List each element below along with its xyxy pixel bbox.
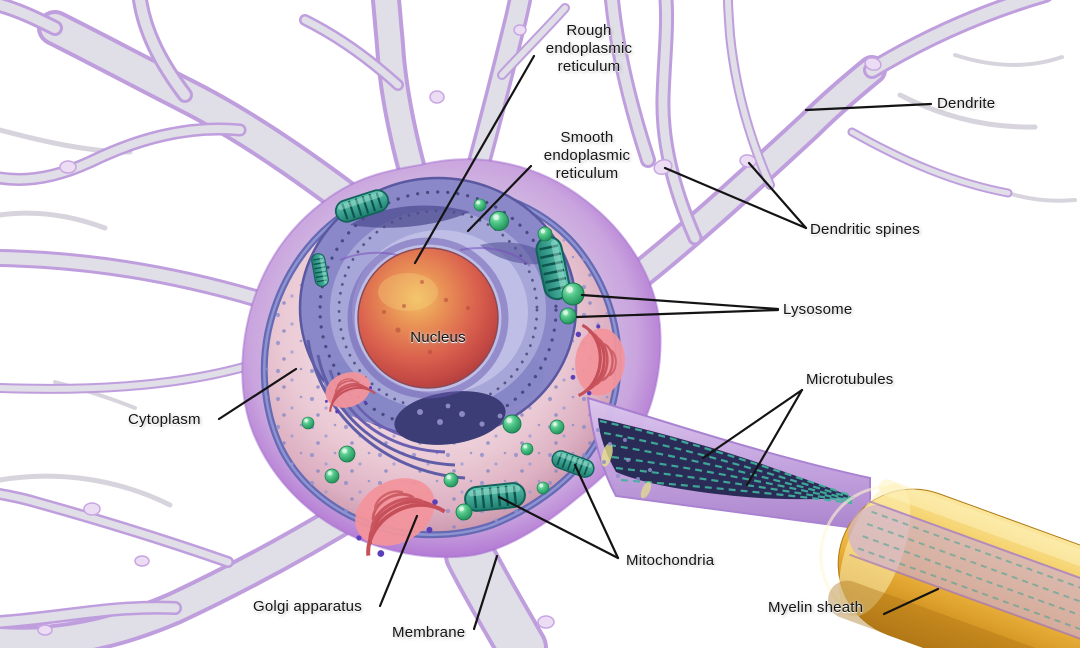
leader-dendrite bbox=[804, 102, 933, 112]
leader-rough-er bbox=[413, 54, 536, 265]
label-golgi-apparatus: Golgi apparatus bbox=[253, 598, 362, 615]
label-microtubules: Microtubules bbox=[806, 371, 894, 388]
leader-smooth-er bbox=[466, 164, 533, 233]
label-dendritic-spines: Dendritic spines bbox=[810, 221, 920, 238]
leader-membrane bbox=[472, 554, 499, 631]
label-myelin-sheath: Myelin sheath bbox=[768, 599, 864, 616]
label-cytoplasm: Cytoplasm bbox=[128, 411, 201, 428]
label-membrane: Membrane bbox=[392, 624, 466, 641]
leader-cytoplasm bbox=[217, 367, 298, 421]
label-nucleus: Nucleus bbox=[410, 329, 466, 346]
nucleus-shape bbox=[347, 237, 509, 399]
leader-mitochondria-2 bbox=[573, 463, 620, 560]
label-dendrite: Dendrite bbox=[937, 95, 996, 112]
leader-dendritic-spine-1 bbox=[663, 166, 808, 230]
leader-myelin bbox=[882, 587, 940, 616]
microtubules-shape bbox=[596, 418, 854, 505]
leader-microtubules-2 bbox=[745, 388, 804, 487]
leader-golgi bbox=[378, 514, 419, 608]
label-mitochondria: Mitochondria bbox=[626, 552, 715, 569]
leader-lines bbox=[217, 54, 940, 631]
label-rough-endoplasmic-reticulum: Rough endoplasmic reticulum bbox=[545, 22, 633, 75]
myelin-sheath-shape bbox=[819, 479, 1080, 648]
dendritic-spine-bumps bbox=[37, 24, 882, 636]
label-lysosome: Lysosome bbox=[783, 301, 853, 318]
leader-microtubules-1 bbox=[701, 388, 804, 460]
label-smooth-endoplasmic-reticulum: Smooth endoplasmic reticulum bbox=[543, 129, 631, 182]
leader-mitochondria-1 bbox=[497, 495, 620, 560]
leader-dendritic-spine-2 bbox=[747, 161, 808, 230]
leader-lysosome-1 bbox=[580, 293, 780, 311]
leader-lysosome-2 bbox=[575, 308, 780, 319]
